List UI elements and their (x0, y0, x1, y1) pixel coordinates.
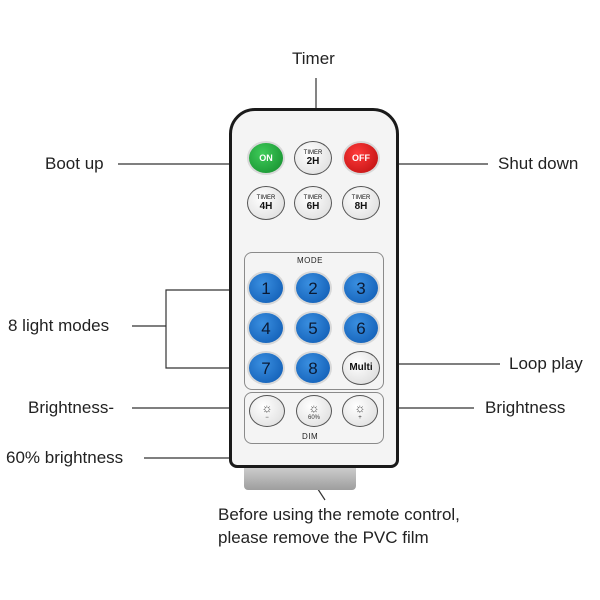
mode-5-button[interactable]: 5 (294, 311, 332, 345)
brightness-plus-button[interactable]: ☼ + (342, 395, 378, 427)
dim-60-text: 60% (307, 414, 320, 421)
on-button[interactable]: ON (247, 141, 285, 175)
brightness-minus-button[interactable]: ☼ − (249, 395, 285, 427)
label-timer: Timer (292, 49, 335, 68)
note-line-1: Before using the remote control, (218, 505, 460, 524)
timer-word: TIMER (303, 149, 323, 156)
label-brightness-minus: Brightness- (28, 398, 114, 417)
label-shut-down: Shut down (498, 154, 579, 173)
pvc-film-tab (244, 466, 356, 490)
mode-title: MODE (297, 256, 323, 265)
label-brightness-60: 60% brightness (6, 448, 124, 467)
mode-4-button[interactable]: 4 (247, 311, 285, 345)
off-button[interactable]: OFF (342, 141, 380, 175)
sun-icon: ☼ (261, 400, 273, 415)
timer-6h-button[interactable]: TIMER 6H (294, 186, 332, 220)
timer-8h-button[interactable]: TIMER 8H (342, 186, 380, 220)
mode-2-button[interactable]: 2 (294, 271, 332, 305)
label-brightness-plus: Brightness (485, 398, 566, 417)
label-boot-up: Boot up (45, 154, 104, 173)
sun-icon: ☼ (354, 400, 366, 415)
label-loop-play: Loop play (509, 354, 583, 373)
timer-value: 2H (306, 155, 320, 167)
dim-plus-sign: + (358, 414, 362, 421)
multi-button[interactable]: Multi (342, 351, 380, 385)
timer-word: TIMER (303, 194, 323, 201)
mode-panel (244, 252, 384, 390)
mode-3-button[interactable]: 3 (342, 271, 380, 305)
timer-2h-button[interactable]: TIMER 2H (294, 141, 332, 175)
timer-value: 8H (354, 200, 368, 212)
sun-icon: ☼ (308, 400, 320, 415)
timer-value: 6H (306, 200, 320, 212)
mode-1-button[interactable]: 1 (247, 271, 285, 305)
dim-minus-sign: − (265, 414, 269, 421)
mode-6-button[interactable]: 6 (342, 311, 380, 345)
mode-7-button[interactable]: 7 (247, 351, 285, 385)
dim-panel (244, 392, 384, 444)
label-light-modes: 8 light modes (8, 316, 110, 335)
note-line-2: please remove the PVC film (218, 528, 429, 547)
dim-title: DIM (302, 432, 319, 441)
timer-value: 4H (259, 200, 273, 212)
timer-word: TIMER (351, 194, 371, 201)
brightness-60-button[interactable]: ☼ 60% (296, 395, 332, 427)
mode-8-button[interactable]: 8 (294, 351, 332, 385)
timer-4h-button[interactable]: TIMER 4H (247, 186, 285, 220)
timer-word: TIMER (256, 194, 276, 201)
